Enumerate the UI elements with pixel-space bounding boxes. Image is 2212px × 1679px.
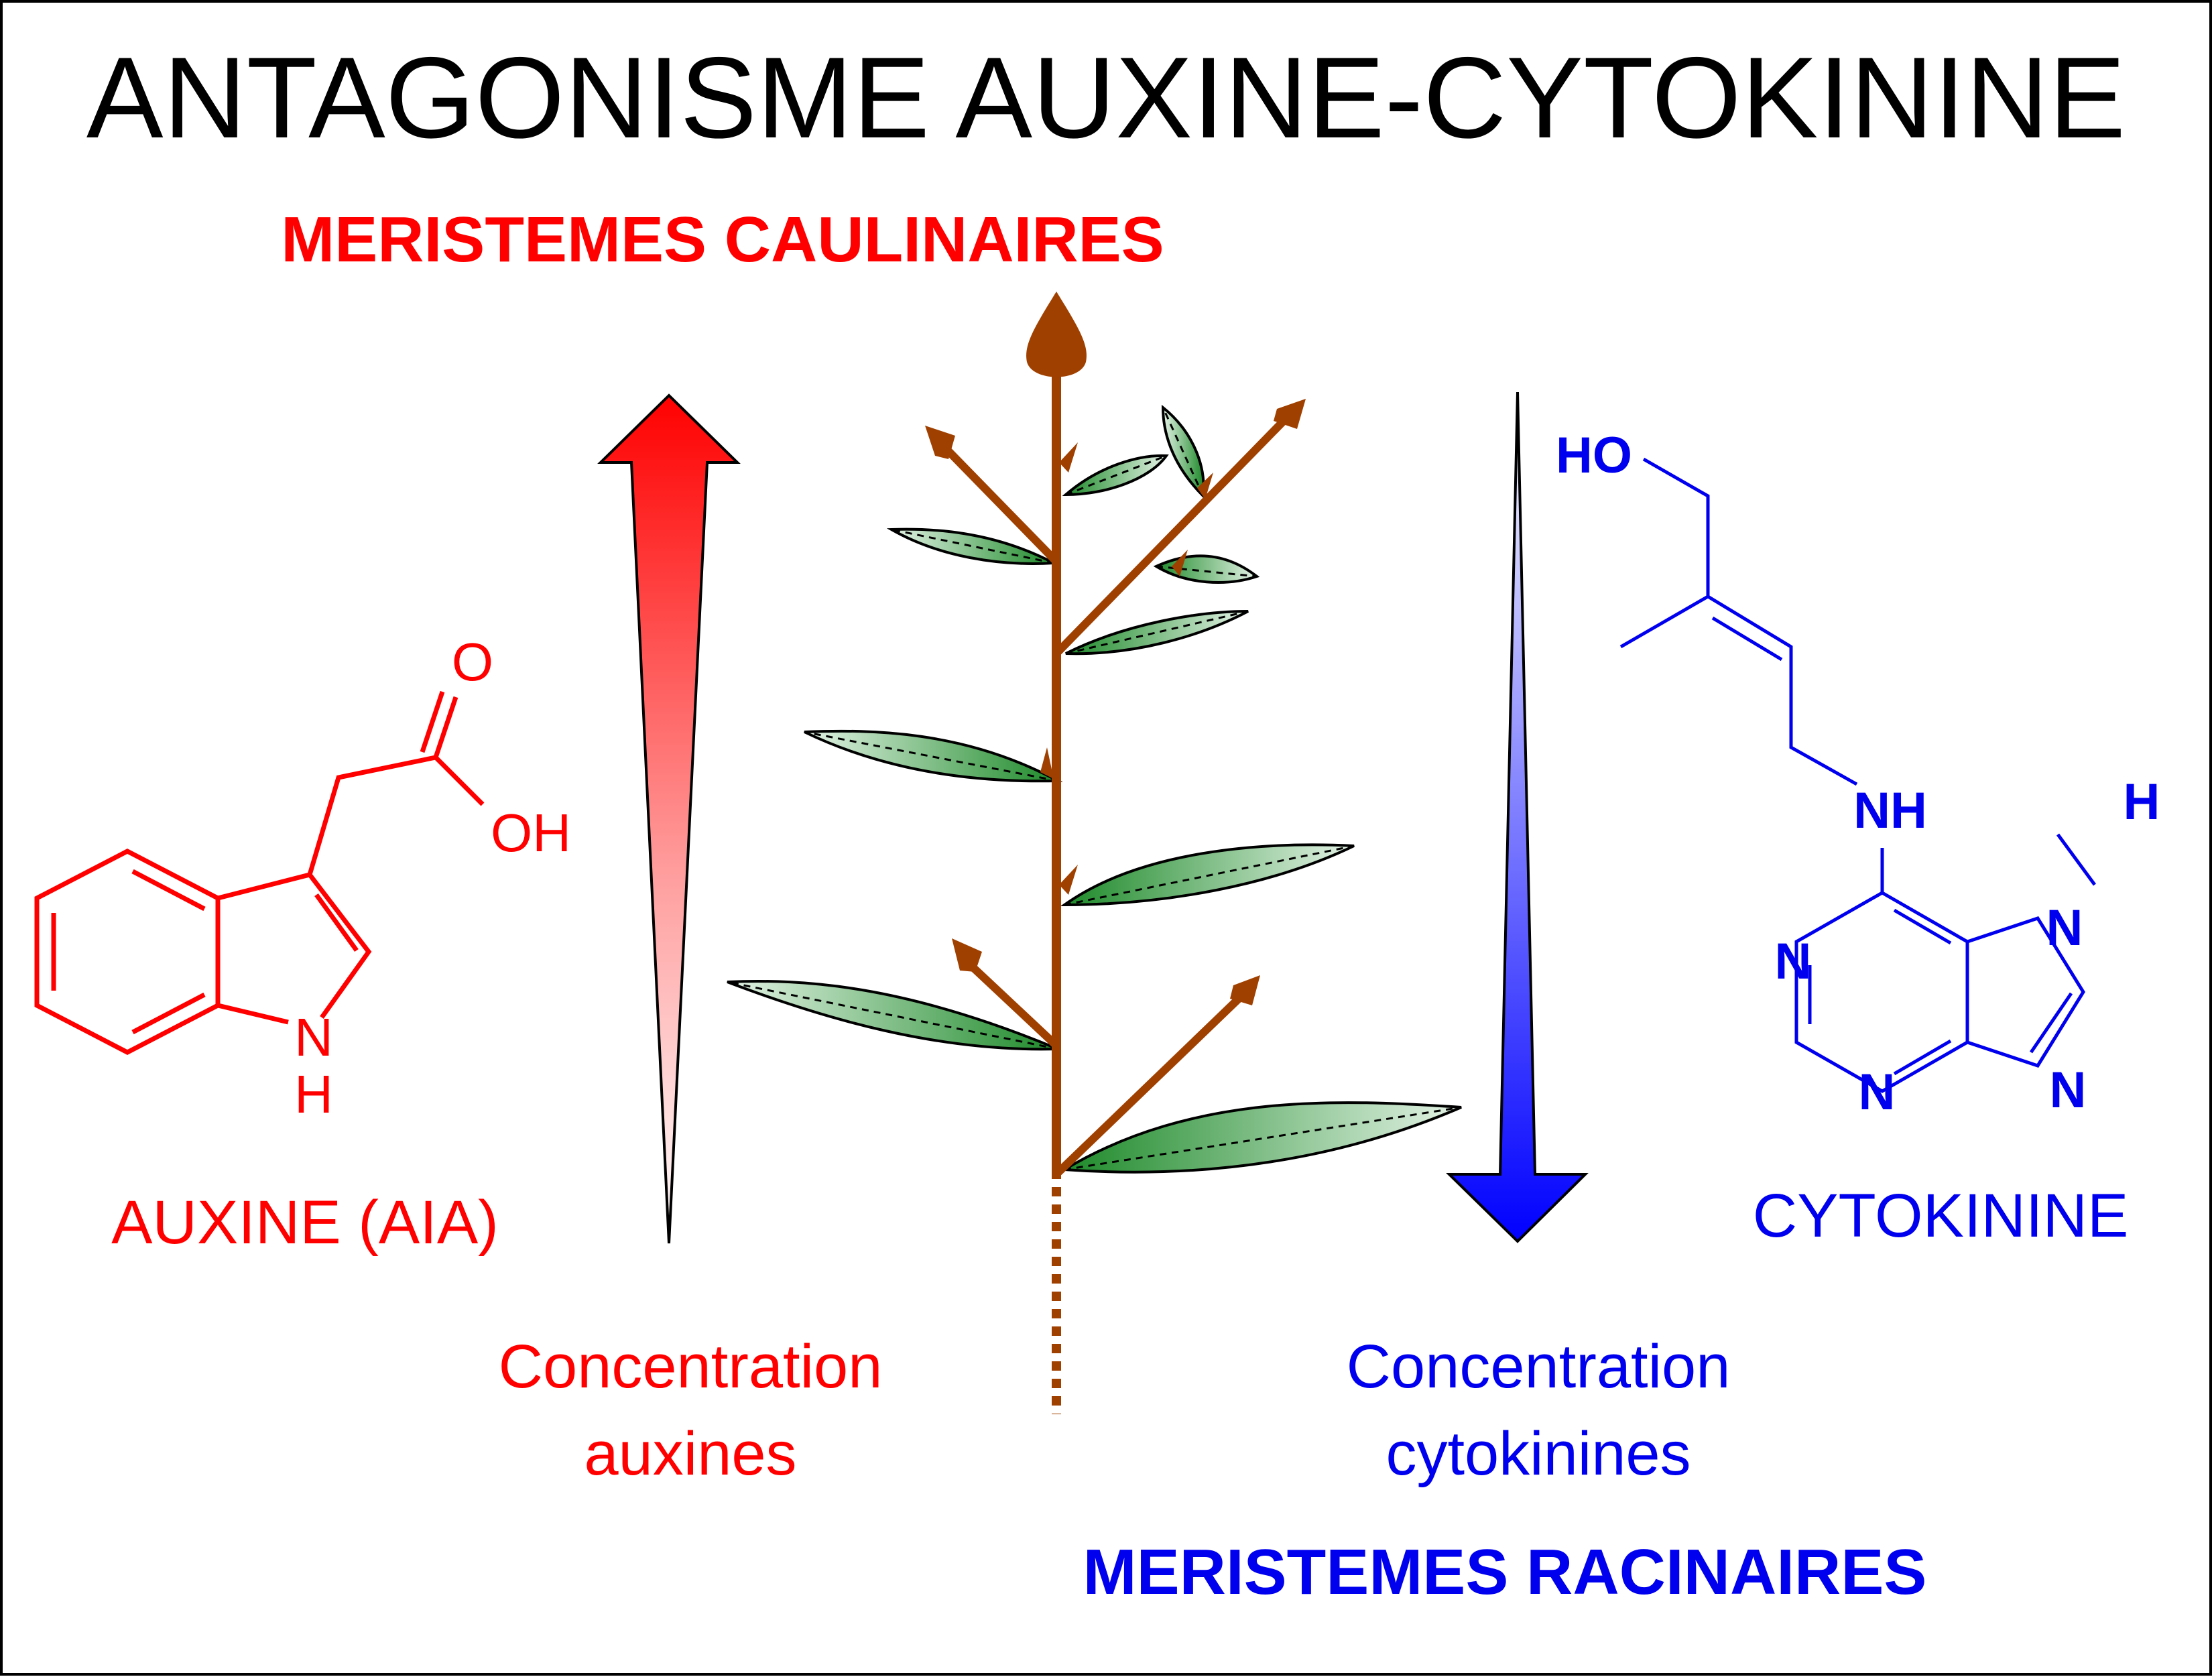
apical-bud: [1026, 292, 1087, 377]
pyrrole-ring: [217, 872, 372, 1019]
branch: [967, 961, 1060, 1050]
bud: [1230, 975, 1260, 1005]
leaf: [1060, 843, 1355, 907]
auxin-atom-labels: O OH N H: [294, 632, 571, 1124]
leaves: [727, 404, 1462, 1174]
cytokinin-concentration-label-line2: cytokinines: [1386, 1420, 1691, 1488]
branch-buds: [925, 399, 1306, 1005]
branch: [1052, 417, 1288, 658]
atom-H: H: [294, 1064, 333, 1124]
axillary-bud: [1059, 442, 1078, 473]
axillary-bud: [1059, 865, 1078, 895]
label-shoot-meristems: MERISTEMES CAULINAIRES: [281, 204, 1164, 275]
auxin-concentration-label-line1: Concentration: [499, 1332, 883, 1401]
bud: [925, 426, 955, 459]
auxin-name: AUXINE (AIA): [111, 1188, 499, 1257]
branch: [942, 445, 1060, 566]
atom-N7: N: [2046, 899, 2083, 956]
auxin-molecule: [34, 690, 485, 1055]
cytokinin-molecule: [1619, 457, 2097, 1093]
atom-HO: HO: [1556, 427, 1632, 484]
atom-N3: N: [1859, 1064, 1896, 1121]
leaf: [804, 729, 1063, 783]
atom-N9: N: [2050, 1062, 2087, 1119]
cytokinin-concentration-label-line1: Concentration: [1347, 1332, 1731, 1401]
side-chain: [307, 755, 485, 875]
zeatin-side-chain: [1642, 457, 1858, 786]
bud: [1274, 399, 1306, 429]
cytokinin-concentration-arrow: [1446, 391, 1589, 1243]
page-title: ANTAGONISME AUXINE-CYTOKININE: [86, 34, 2126, 162]
atom-OH: OH: [491, 803, 571, 863]
auxin-concentration-label-line2: auxines: [584, 1420, 796, 1488]
atom-N1: N: [1775, 933, 1812, 990]
leaf: [1065, 610, 1249, 656]
atom-NH: NH: [1853, 782, 1927, 839]
axillary-bud: [1197, 473, 1213, 499]
bud: [952, 938, 982, 972]
leaf: [1060, 1101, 1462, 1174]
atom-O: O: [452, 632, 493, 692]
auxin-concentration-arrow: [597, 393, 741, 1244]
leaf: [727, 979, 1058, 1051]
axillary-bud: [1172, 550, 1188, 576]
leaf: [886, 527, 1059, 565]
branch: [1055, 995, 1243, 1176]
label-root-meristems: MERISTEMES RACINAIRES: [1083, 1536, 1927, 1608]
imidazole-ring: [1967, 916, 2085, 1068]
leaf: [1062, 454, 1169, 497]
leaf: [1161, 404, 1205, 499]
plant-illustration: [727, 292, 1462, 1414]
cytokinin-atom-labels: HO NH H N N N N: [1556, 427, 2160, 1121]
axillary-bud: [1040, 747, 1054, 779]
branches: [942, 417, 1288, 1176]
atom-H: H: [2124, 773, 2160, 830]
atom-N: N: [294, 1007, 333, 1067]
cytokinin-name: CYTOKININE: [1753, 1182, 2129, 1250]
